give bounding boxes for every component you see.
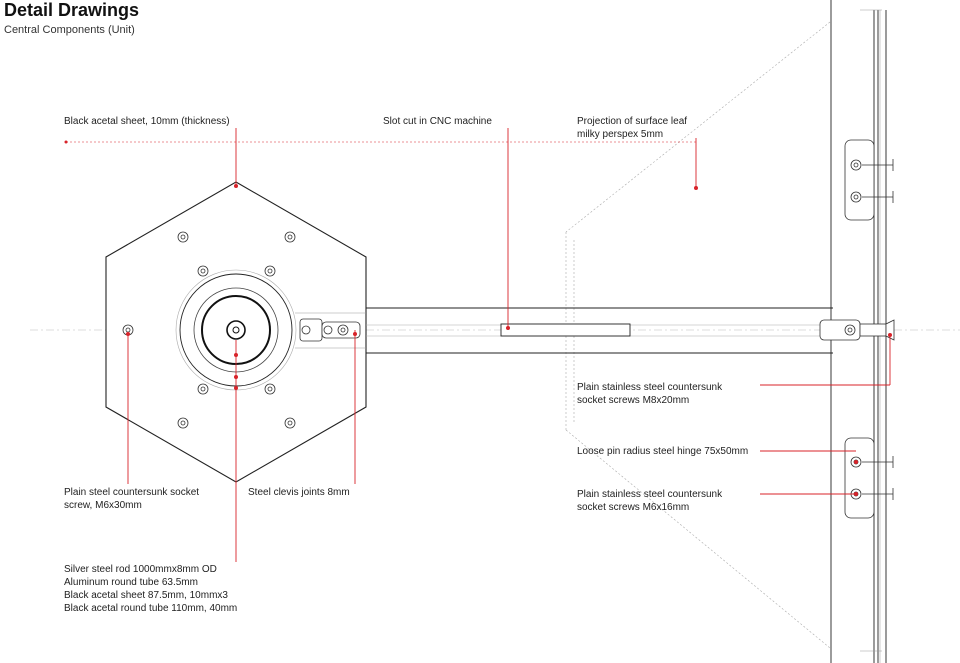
hinge-top (844, 139, 894, 221)
leader-lines (66, 128, 891, 562)
hexagon-bolts (122, 231, 296, 429)
wall-section (830, 0, 887, 663)
arm-end-fitting (819, 319, 895, 341)
label-countersunk-m6x30: Plain steel countersunk socket screw, M6… (64, 487, 200, 511)
label-rod-assembly: Silver steel rod 1000mmx8mm OD Aluminum … (64, 564, 238, 614)
label-hinge: Loose pin radius steel hinge 75x50mm (577, 446, 749, 457)
page-subtitle: Central Components (Unit) (4, 24, 135, 36)
label-countersunk-m6x16: Plain stainless steel countersunk socket… (577, 489, 723, 513)
clevis-joint (299, 318, 361, 342)
label-slot-cut: Slot cut in CNC machine (383, 116, 492, 127)
label-projection: Projection of surface leaf milky perspex… (577, 116, 688, 140)
leader-dots (64, 140, 892, 496)
label-clevis: Steel clevis joints 8mm (248, 487, 350, 498)
projection-lines (565, 21, 831, 649)
cnc-slot (500, 323, 631, 337)
label-countersunk-m8: Plain stainless steel countersunk socket… (577, 382, 723, 406)
label-acetal-sheet: Black acetal sheet, 10mm (thickness) (64, 116, 230, 127)
page-title: Detail Drawings (4, 0, 140, 20)
